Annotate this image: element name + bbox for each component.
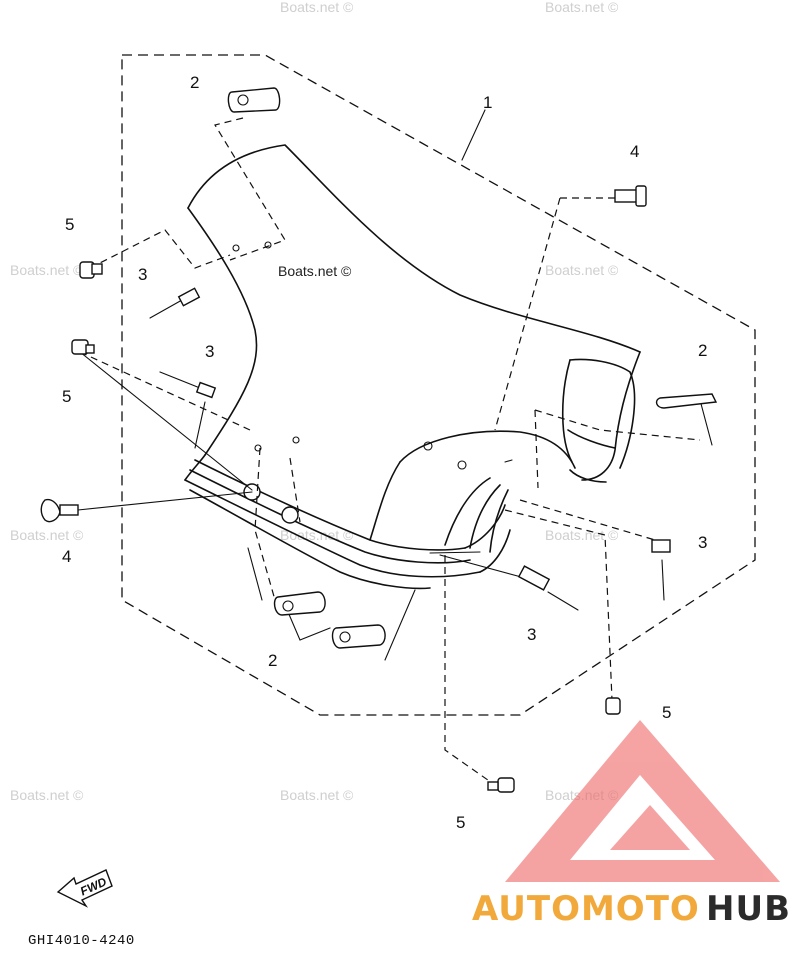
watermark: Boats.net © bbox=[280, 0, 354, 15]
diagram-code: GHI4010-4240 bbox=[28, 933, 135, 949]
callout-part-4: 4 bbox=[630, 142, 639, 161]
callout-part-3: 3 bbox=[698, 533, 707, 552]
callout-part-5: 5 bbox=[62, 387, 71, 406]
callout-part-3: 3 bbox=[527, 625, 536, 644]
assembly-boundary bbox=[121, 54, 756, 716]
watermark-layer: Boats.net © Boats.net © Boats.net © Boat… bbox=[10, 0, 619, 803]
callout-part-4: 4 bbox=[62, 547, 71, 566]
callout-part-2: 2 bbox=[190, 73, 199, 92]
rivet-part-3 bbox=[149, 287, 671, 611]
callout-part-2: 2 bbox=[268, 651, 277, 670]
callout-labels: 1 2 2 2 3 3 3 3 4 4 5 5 5 5 bbox=[62, 73, 707, 832]
solid-leaders bbox=[77, 109, 713, 661]
callout-part-5: 5 bbox=[456, 813, 465, 832]
callout-part-3: 3 bbox=[138, 265, 147, 284]
watermark: Boats.net © bbox=[280, 787, 354, 803]
inline-watermark: Boats.net © bbox=[278, 263, 352, 279]
automotohub-logo bbox=[505, 720, 780, 882]
callout-part-3: 3 bbox=[205, 342, 214, 361]
brand-name-hub: HUB bbox=[706, 889, 791, 929]
bracket-part-2 bbox=[227, 87, 718, 649]
watermark: Boats.net © bbox=[545, 0, 619, 15]
watermark: Boats.net © bbox=[545, 262, 619, 278]
screw-part-5 bbox=[71, 261, 621, 793]
bottom-cowling-part-1 bbox=[184, 144, 641, 590]
watermark: Boats.net © bbox=[10, 527, 84, 543]
watermark: Boats.net © bbox=[545, 527, 619, 543]
forward-direction-indicator: FWD bbox=[56, 869, 113, 908]
callout-part-5: 5 bbox=[65, 215, 74, 234]
callout-part-2: 2 bbox=[698, 341, 707, 360]
leader-lines bbox=[79, 117, 701, 786]
watermark: Boats.net © bbox=[10, 262, 84, 278]
brand-name-automoto: AUTOMOTO bbox=[472, 889, 700, 929]
screw-part-4 bbox=[40, 185, 647, 523]
watermark: Boats.net © bbox=[10, 787, 84, 803]
callout-part-1: 1 bbox=[483, 93, 492, 112]
callout-part-5: 5 bbox=[662, 703, 671, 722]
